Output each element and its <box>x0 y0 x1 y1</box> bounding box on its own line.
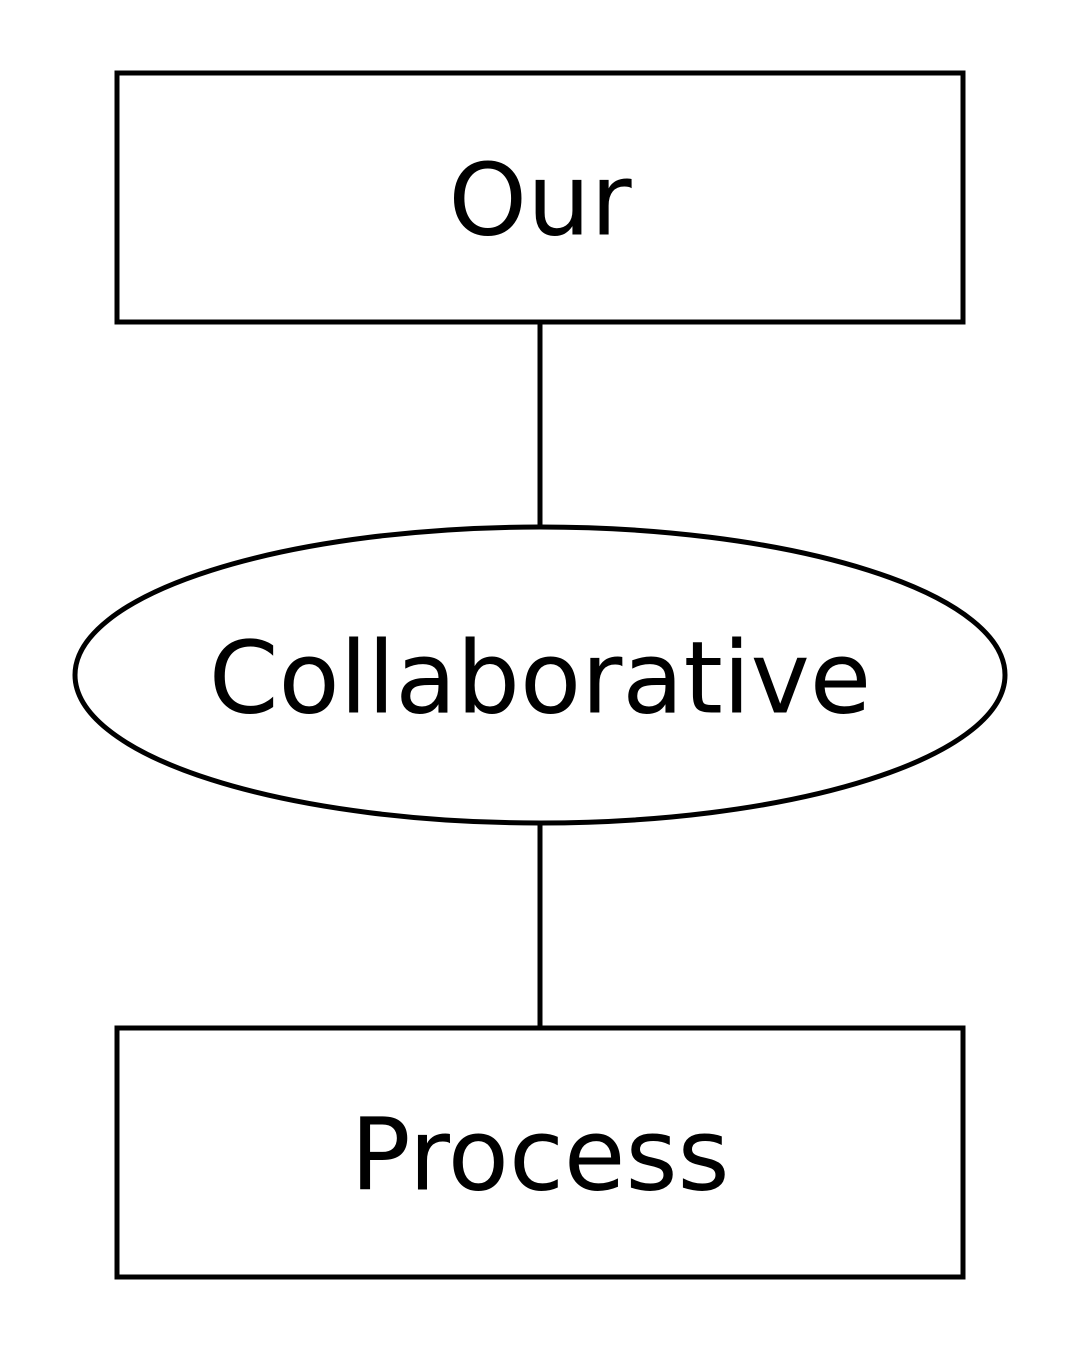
node-bottom-box <box>114 1025 966 1280</box>
node-top-box <box>114 70 966 325</box>
node-bottom-label: Process <box>350 1097 729 1214</box>
node-top-label: Our <box>448 142 632 259</box>
node-middle-ellipse <box>72 524 1008 826</box>
node-bottom: Process <box>114 1025 966 1280</box>
node-middle: Collaborative <box>72 524 1008 826</box>
node-top: Our <box>114 70 966 325</box>
node-middle-label: Collaborative <box>209 620 872 737</box>
